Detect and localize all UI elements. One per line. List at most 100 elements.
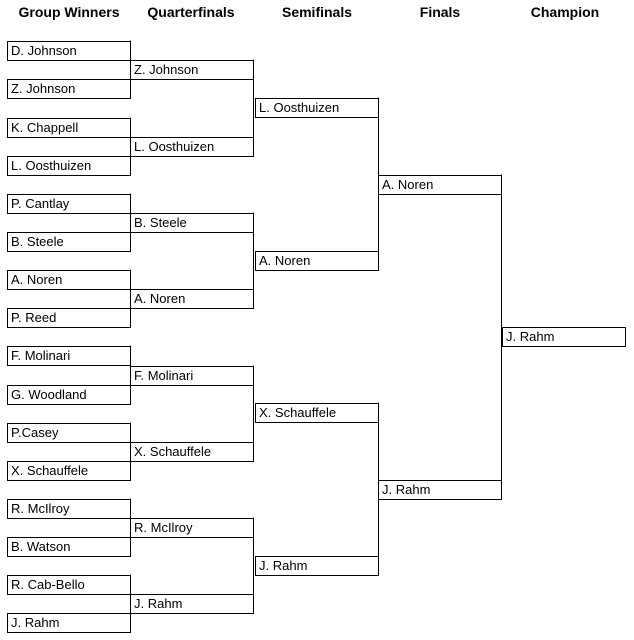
group-winner-slot: P. Cantlay [7,194,131,214]
group-winner-slot-box [7,575,131,595]
group-winner-slot: R. McIlroy [7,499,131,519]
group-winner-slot-box [7,232,131,252]
group-winner-slot: R. Cab-Bello [7,575,131,595]
semifinal-slot: X. Schauffele [255,403,379,423]
quarterfinal-slot-box [130,60,254,80]
quarterfinal-slot-box [130,137,254,157]
group-winner-slot: P.Casey [7,423,131,443]
group-winner-slot: L. Oosthuizen [7,156,131,176]
group-winner-slot-box [7,118,131,138]
quarterfinal-slot-box [130,213,254,233]
final-slot-box [378,480,502,500]
group-winner-slot-label: G. Woodland [11,387,87,402]
quarterfinal-slot-label: F. Molinari [134,368,193,383]
semifinal-slot: L. Oosthuizen [255,98,379,118]
header-champion: Champion [531,4,599,20]
quarterfinal-slot-label: Z. Johnson [134,62,198,77]
group-winner-slot-box [7,613,131,633]
group-winner-slot: B. Watson [7,537,131,557]
group-winner-slot: K. Chappell [7,118,131,138]
bracket-slots: D. Johnson Z. Johnson K. Chappell L. Oosthu… [7,41,626,633]
semifinal-slot-label: J. Rahm [259,558,307,573]
quarterfinal-slot-label: R. McIlroy [134,520,193,535]
group-winner-slot: D. Johnson [7,41,131,61]
quarterfinal-slot-label: X. Schauffele [134,444,211,459]
quarterfinal-slot-box [130,289,254,309]
quarterfinal-slot-label: B. Steele [134,215,187,230]
group-winner-slot: F. Molinari [7,346,131,366]
group-winner-slot-box [7,41,131,61]
group-winner-slot-label: X. Schauffele [11,463,88,478]
group-winner-slot-box [7,537,131,557]
final-slot-box [378,175,502,195]
group-winner-slot-label: P. Cantlay [11,196,70,211]
group-winner-slot-label: R. McIlroy [11,501,70,516]
group-winner-slot: G. Woodland [7,385,131,405]
quarterfinal-slot: J. Rahm [130,594,254,614]
semifinal-slot-box [255,556,379,576]
quarterfinal-slot-label: J. Rahm [134,596,182,611]
final-slot: J. Rahm [378,480,502,500]
group-winner-slot-label: F. Molinari [11,348,70,363]
final-slot: A. Noren [378,175,502,195]
group-winner-slot-box [7,156,131,176]
group-winner-slot-label: B. Watson [11,539,70,554]
group-winner-slot-label: L. Oosthuizen [11,158,91,173]
quarterfinal-slot: X. Schauffele [130,442,254,462]
group-winner-slot-box [7,194,131,214]
semifinal-slot-label: L. Oosthuizen [259,100,339,115]
header-group-winners: Group Winners [19,4,120,20]
group-winner-slot-label: J. Rahm [11,615,59,630]
group-winner-slot-label: A. Noren [11,272,62,287]
semifinal-slot: J. Rahm [255,556,379,576]
semifinal-slot-box [255,98,379,118]
quarterfinal-slot: Z. Johnson [130,60,254,80]
group-winner-slot: Z. Johnson [7,79,131,99]
semifinal-slot-label: X. Schauffele [259,405,336,420]
group-winner-slot: J. Rahm [7,613,131,633]
quarterfinal-slot-box [130,366,254,386]
group-winner-slot-box [7,499,131,519]
quarterfinal-slot: L. Oosthuizen [130,137,254,157]
quarterfinal-slot: B. Steele [130,213,254,233]
semifinal-slot-box [255,251,379,271]
header-finals: Finals [420,4,461,20]
group-winner-slot-label: P. Reed [11,310,56,325]
group-winner-slot: A. Noren [7,270,131,290]
champion-slot-label: J. Rahm [506,329,554,344]
group-winner-slot-box [7,270,131,290]
group-winner-slot-label: R. Cab-Bello [11,577,85,592]
group-winner-slot-box [7,461,131,481]
bracket-connectors [130,40,502,632]
group-winner-slot-label: K. Chappell [11,120,78,135]
group-winner-slot-box [7,385,131,405]
quarterfinal-slot: F. Molinari [130,366,254,386]
quarterfinal-slot-box [130,518,254,538]
quarterfinal-slot-label: A. Noren [134,291,185,306]
group-winner-slot-box [7,346,131,366]
group-winner-slot-box [7,308,131,328]
final-slot-label: J. Rahm [382,482,430,497]
quarterfinal-slot: A. Noren [130,289,254,309]
quarterfinal-slot: R. McIlroy [130,518,254,538]
champion-slot: J. Rahm [502,327,626,347]
group-winner-slot-box [7,423,131,443]
quarterfinal-slot-label: L. Oosthuizen [134,139,214,154]
semifinal-slot: A. Noren [255,251,379,271]
group-winner-slot: P. Reed [7,308,131,328]
group-winner-slot-label: P.Casey [11,425,59,440]
group-winner-slot-label: D. Johnson [11,43,77,58]
group-winner-slot: B. Steele [7,232,131,252]
group-winner-slot-label: B. Steele [11,234,64,249]
quarterfinal-slot-box [130,442,254,462]
group-winner-slot-box [7,79,131,99]
group-winner-slot-label: Z. Johnson [11,81,75,96]
semifinal-slot-box [255,403,379,423]
quarterfinal-slot-box [130,594,254,614]
header-quarterfinals: Quarterfinals [147,4,234,20]
final-slot-label: A. Noren [382,177,433,192]
semifinal-slot-label: A. Noren [259,253,310,268]
group-winner-slot: X. Schauffele [7,461,131,481]
round-headers: Group Winners Quarterfinals Semifinals F… [19,4,600,20]
